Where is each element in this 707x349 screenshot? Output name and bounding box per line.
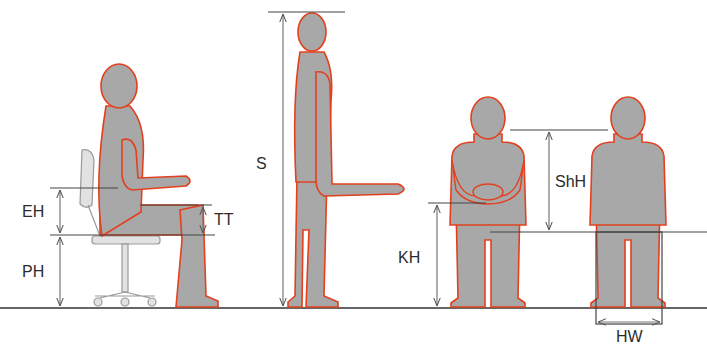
seated-front-figure xyxy=(450,97,526,307)
dimension-label: PH xyxy=(22,264,44,280)
dimension-lines xyxy=(50,12,707,324)
dimension-label: TT xyxy=(214,212,234,228)
dimension-label: HW xyxy=(616,329,643,345)
seated-side-figure xyxy=(99,64,218,307)
standing-figure xyxy=(288,13,404,307)
dimension-label: ShH xyxy=(555,174,586,190)
folded-arms xyxy=(452,160,524,204)
hands xyxy=(473,184,503,200)
dimension-label: S xyxy=(256,156,267,172)
seated-back-figure xyxy=(590,97,666,307)
dimension-label: KH xyxy=(398,250,420,266)
dimension-label: EH xyxy=(22,204,44,220)
